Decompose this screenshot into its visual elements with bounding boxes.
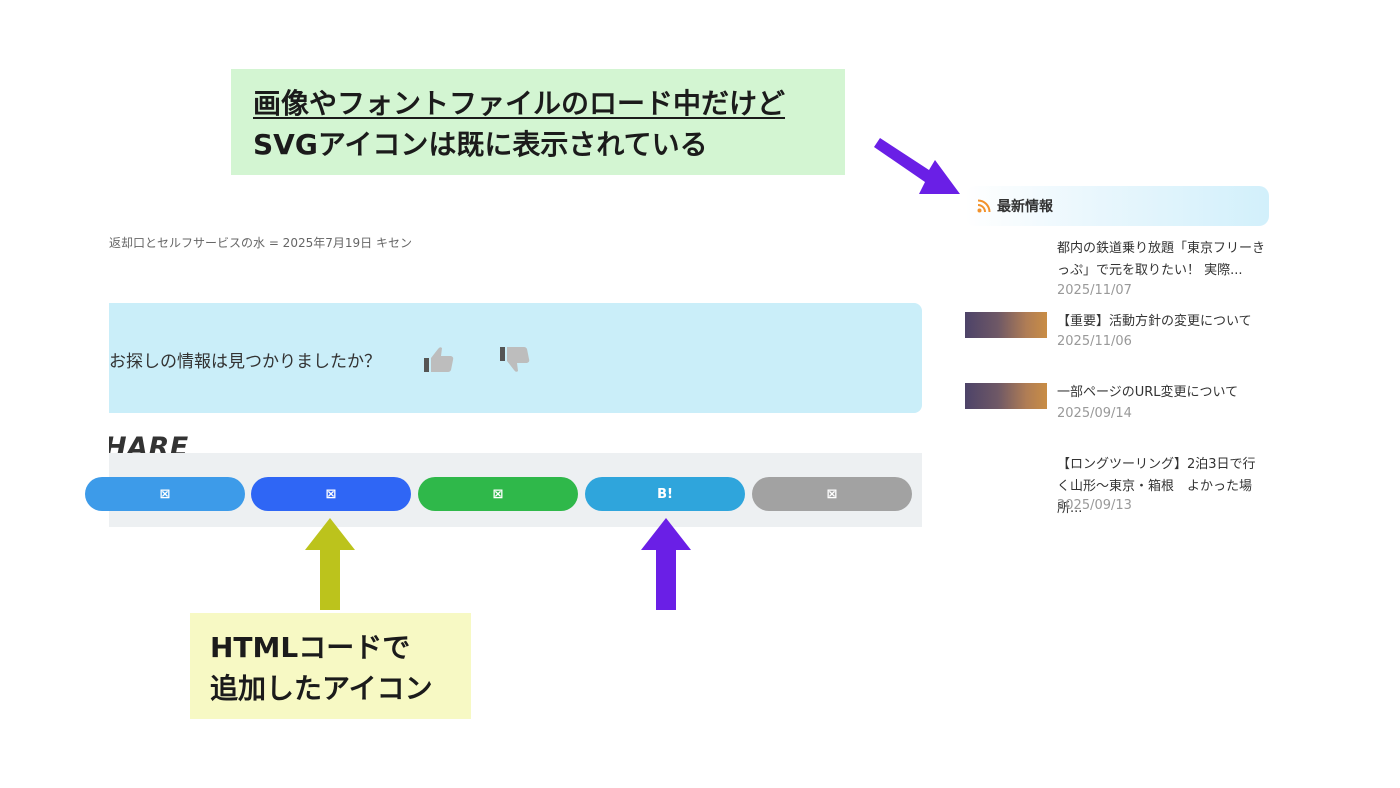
annotation-bottom-line1: HTMLコードで [210, 631, 411, 664]
breadcrumb[interactable]: 返却口とセルフサービスの水 = 2025年7月19日 キセン [109, 236, 412, 250]
annotation-top-line2: SVGアイコンは既に表示されている [253, 128, 708, 161]
annotation-bottom-line2: 追加したアイコン [210, 672, 433, 705]
share-button-2[interactable]: ⊠ [251, 477, 411, 511]
annotation-arrow-purple [641, 518, 691, 610]
post-thumbnail[interactable] [965, 383, 1047, 409]
annotation-arrow-sidebar [874, 138, 960, 194]
post-title[interactable]: 一部ページのURL変更について [1057, 385, 1239, 400]
feedback-box: お探しの情報は見つかりましたか？ [109, 303, 922, 413]
thumbs-up-icon[interactable] [422, 343, 456, 377]
annotation-bottom-note: HTMLコードで 追加したアイコン [190, 613, 471, 719]
share-bar: ⊠ ⊠ ⊠ B! ⊠ [85, 453, 922, 527]
sidebar-heading: 最新情報 [965, 186, 1269, 226]
post-date: 2025/09/14 [1057, 406, 1132, 421]
share-button-1-icon: ⊠ [159, 486, 171, 502]
sidebar-heading-title: 最新情報 [997, 199, 1053, 215]
post-date: 2025/11/06 [1057, 334, 1132, 349]
annotation-arrow-green [305, 518, 355, 610]
feedback-question: お探しの情報は見つかりましたか？ [109, 352, 381, 372]
post-title[interactable]: 都内の鉄道乗り放題「東京フリーきっぷ」で元を取りたい！ 実際... [1057, 241, 1266, 278]
share-button-5[interactable]: ⊠ [752, 477, 912, 511]
share-button-2-icon: ⊠ [325, 486, 337, 502]
hatena-bookmark-icon: B! [657, 486, 673, 502]
share-button-3[interactable]: ⊠ [418, 477, 578, 511]
share-button-3-icon: ⊠ [492, 486, 504, 502]
post-thumbnail[interactable] [965, 312, 1047, 338]
annotation-top-note: 画像やフォントファイルのロード中だけど SVGアイコンは既に表示されている [231, 69, 845, 175]
share-button-1[interactable]: ⊠ [85, 477, 245, 511]
post-title[interactable]: 【ロングツーリング】2泊3日で行く山形～東京・箱根 よかった場所... [1057, 457, 1256, 516]
post-date: 2025/09/13 [1057, 498, 1132, 513]
annotation-top-line1: 画像やフォントファイルのロード中だけど [253, 87, 786, 120]
rss-icon [977, 199, 991, 213]
post-title[interactable]: 【重要】活動方針の変更について [1057, 314, 1252, 329]
share-button-hatena[interactable]: B! [585, 477, 745, 511]
post-date: 2025/11/07 [1057, 283, 1132, 298]
share-button-5-icon: ⊠ [826, 486, 838, 502]
thumbs-down-icon[interactable] [498, 343, 532, 377]
